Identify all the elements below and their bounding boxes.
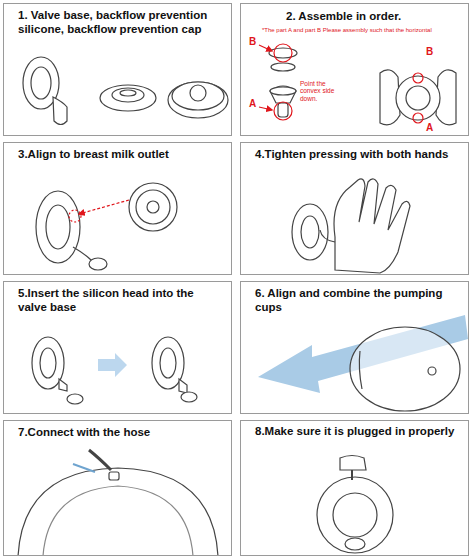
drawing-shape — [147, 201, 159, 213]
step-heading: 1. Valve base, backflow prevention silic… — [18, 9, 223, 37]
drawing-shape — [301, 216, 319, 248]
drawing-shape — [53, 97, 67, 125]
drawing-shape — [69, 210, 81, 222]
drawing-shape — [278, 103, 288, 117]
part-letter: A — [249, 98, 261, 110]
drawing-shape — [43, 486, 193, 556]
drawing-shape — [59, 379, 67, 391]
drawing-shape — [317, 477, 393, 553]
step-heading: 8.Make sure it is plugged in properly — [255, 425, 460, 439]
drawing-shape — [109, 472, 119, 480]
step-heading: 7.Connect with the hose — [18, 426, 223, 440]
drawing-shape — [36, 191, 80, 263]
drawing-shape — [136, 190, 170, 224]
step-panel: 5.Insert the silicon head into the valve… — [3, 281, 232, 414]
hand-illustration — [292, 179, 410, 273]
drawing-shape — [270, 87, 296, 95]
drawing-shape — [18, 468, 218, 556]
step-panel: 3.Align to breast milk outlet — [3, 142, 232, 275]
drawing-shape — [120, 90, 136, 96]
drawing-shape — [179, 379, 187, 393]
hose-illustration — [18, 450, 218, 556]
drawing-shape — [129, 183, 177, 231]
drawing-shape — [274, 102, 292, 120]
drawing-shape — [320, 230, 335, 242]
drawing-shape — [31, 67, 51, 99]
drawing-shape — [270, 86, 296, 103]
drawing-shape — [46, 205, 70, 249]
step-panel: 2. Assemble in order. — [240, 3, 469, 136]
drawing-shape — [413, 113, 423, 123]
drawing-shape — [172, 82, 224, 110]
assembly-illustration — [259, 44, 456, 125]
drawing-shape — [351, 470, 353, 480]
drawing-shape — [79, 200, 129, 214]
drawing-shape — [73, 464, 95, 472]
drawing-shape — [18, 44, 468, 556]
step-panel: 8.Make sure it is plugged in properly — [240, 420, 469, 556]
drawing-shape — [333, 493, 377, 537]
drawing-shape — [190, 85, 206, 101]
drawing-shape — [340, 456, 366, 471]
insert-illustration — [32, 337, 197, 404]
plug-illustration — [317, 456, 393, 554]
cup-illustration — [258, 315, 468, 411]
drawing-shape — [112, 88, 144, 102]
drawing-shape — [259, 107, 272, 110]
drawing-shape — [350, 327, 460, 411]
step-heading: 2. Assemble in order. — [286, 10, 460, 24]
drawing-shape — [98, 353, 127, 377]
step-panel: 6. Align and combine the pumping cups — [240, 281, 469, 414]
step-heading: 5.Insert the silicon head into the valve… — [18, 287, 223, 315]
step-heading: 6. Align and combine the pumping cups — [255, 287, 460, 315]
drawing-shape — [40, 348, 56, 378]
drawing-shape — [269, 48, 297, 58]
note-text: Point the convex side down. — [300, 80, 348, 102]
drawing-shape — [292, 204, 328, 260]
note-text: *The part A and part B Please assembly s… — [262, 27, 467, 34]
drawing-shape — [89, 450, 111, 470]
drawing-shape — [160, 348, 176, 378]
part-letter: A — [426, 122, 438, 134]
drawing-shape — [334, 179, 410, 273]
drawing-shape — [89, 258, 107, 270]
drawing-shape — [181, 392, 197, 402]
parts-illustration — [23, 57, 228, 125]
drawing-shape — [345, 538, 365, 550]
step-panel: 4.Tighten pressing with both hands — [240, 142, 469, 275]
step-heading: 4.Tighten pressing with both hands — [255, 148, 460, 162]
align-illustration — [36, 183, 177, 270]
part-letter: B — [249, 36, 261, 48]
drawing-shape — [428, 367, 436, 375]
step-heading: 3.Align to breast milk outlet — [18, 148, 223, 162]
drawing-shape — [413, 73, 423, 83]
drawing-shape — [100, 85, 156, 111]
step-panel: 7.Connect with the hose — [3, 420, 232, 556]
step-panel: 1. Valve base, backflow prevention silic… — [3, 3, 232, 136]
drawing-shape — [359, 351, 362, 389]
drawing-shape — [168, 82, 228, 118]
drawing-shape — [274, 44, 292, 62]
drawing-shape — [406, 86, 430, 110]
drawing-shape — [271, 63, 295, 71]
part-letter: B — [426, 46, 438, 58]
drawing-shape — [73, 247, 91, 260]
drawing-shape — [67, 394, 83, 404]
drawing-shape — [259, 45, 272, 51]
